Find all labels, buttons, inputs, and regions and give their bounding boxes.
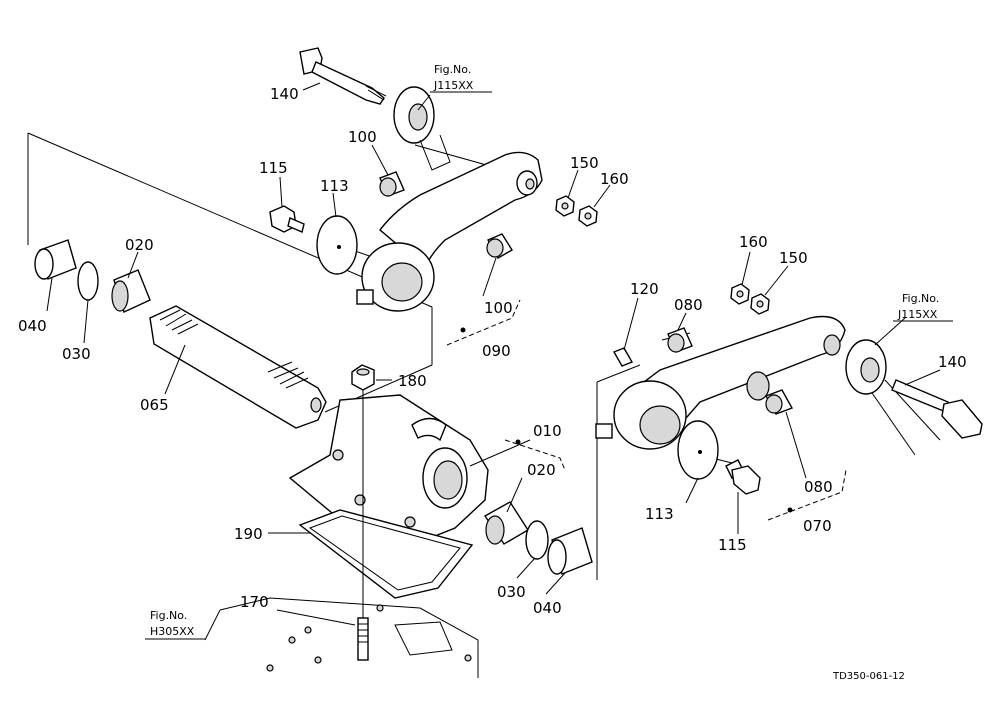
bolt-140-right xyxy=(891,379,983,439)
bushing-040-left xyxy=(34,239,77,280)
callout-115-right: 115 xyxy=(718,536,747,554)
callout-150-right: 150 xyxy=(779,249,808,267)
washer-113-left xyxy=(316,215,358,275)
lift-arm-090 xyxy=(356,151,543,312)
callout-140-top: 140 xyxy=(270,85,299,103)
callout-115-left: 115 xyxy=(259,159,288,177)
bolt-115-right xyxy=(725,459,761,495)
callout-020-left: 020 xyxy=(125,236,154,254)
fig-ref-right-number: J115XX xyxy=(897,308,938,321)
callout-100-top: 100 xyxy=(348,128,377,146)
bushing-020-right xyxy=(483,501,529,545)
nut-150-top xyxy=(555,195,575,217)
shaft-065 xyxy=(149,305,327,429)
fig-ref-bottom-left: Fig.No. H305XX xyxy=(145,609,205,640)
plug-180 xyxy=(351,364,375,640)
bushing-100-lower xyxy=(486,233,513,259)
group-brackets xyxy=(446,299,847,521)
bushing-100-upper xyxy=(379,171,405,197)
callout-leaders xyxy=(46,82,941,641)
bolt-115-left xyxy=(269,205,305,233)
callout-065: 065 xyxy=(140,396,169,414)
gasket-190 xyxy=(298,509,474,599)
nut-150-right xyxy=(750,293,770,315)
callout-113-left: 113 xyxy=(320,177,349,195)
bushing-020-left xyxy=(111,269,151,313)
callout-180: 180 xyxy=(398,372,427,390)
callout-113-right: 113 xyxy=(645,505,674,523)
stud-170 xyxy=(357,617,369,661)
callout-080-bottom: 080 xyxy=(804,478,833,496)
oring-030-left xyxy=(77,261,99,301)
fig-ref-right-label: Fig.No. xyxy=(902,292,939,305)
callout-140-right: 140 xyxy=(938,353,967,371)
callout-030-left: 030 xyxy=(62,345,91,363)
fig-ref-bottom-left-label: Fig.No. xyxy=(150,609,187,622)
nut-160-top xyxy=(578,205,598,227)
fig-ref-top-label: Fig.No. xyxy=(434,63,471,76)
nut-160-right xyxy=(730,283,750,305)
callout-labels: 140 100 115 113 150 160 020 040 030 100 … xyxy=(18,85,967,617)
shaft-group-left xyxy=(34,239,327,429)
bushing-080-lower xyxy=(764,389,794,415)
callout-010: 010 xyxy=(533,422,562,440)
bushing-080-upper xyxy=(667,327,693,353)
pivot-bushing-right xyxy=(845,339,887,395)
callout-150-top: 150 xyxy=(570,154,599,172)
fig-ref-right: Fig.No. J115XX xyxy=(893,292,953,322)
callout-040-left: 040 xyxy=(18,317,47,335)
callout-190: 190 xyxy=(234,525,263,543)
callout-170: 170 xyxy=(240,593,269,611)
base-plate xyxy=(219,597,479,678)
callout-160-right: 160 xyxy=(739,233,768,251)
callout-070: 070 xyxy=(803,517,832,535)
fig-ref-top-number: J115XX xyxy=(433,79,474,92)
callout-020-right: 020 xyxy=(527,461,556,479)
callout-080-top: 080 xyxy=(674,296,703,314)
callout-030-right: 030 xyxy=(497,583,526,601)
callout-090: 090 xyxy=(482,342,511,360)
drawing-code: TD350-061-12 xyxy=(832,671,905,682)
lift-arm-070 xyxy=(595,315,846,450)
right-lift-arm-group xyxy=(595,283,983,495)
fig-ref-bottom-left-number: H305XX xyxy=(150,625,195,638)
pivot-bushing-top xyxy=(393,86,451,171)
oring-030-right xyxy=(525,520,549,560)
washer-113-right xyxy=(677,420,719,480)
callout-120: 120 xyxy=(630,280,659,298)
pin-120 xyxy=(612,347,634,367)
callout-040-right: 040 xyxy=(533,599,562,617)
bolt-140-top xyxy=(299,47,387,105)
upper-lift-arm-group xyxy=(269,47,598,312)
callout-100-mid: 100 xyxy=(484,299,513,317)
bushing-040-right xyxy=(547,527,593,575)
fig-ref-top: Fig.No. J115XX xyxy=(430,63,492,93)
callout-160-top: 160 xyxy=(600,170,629,188)
